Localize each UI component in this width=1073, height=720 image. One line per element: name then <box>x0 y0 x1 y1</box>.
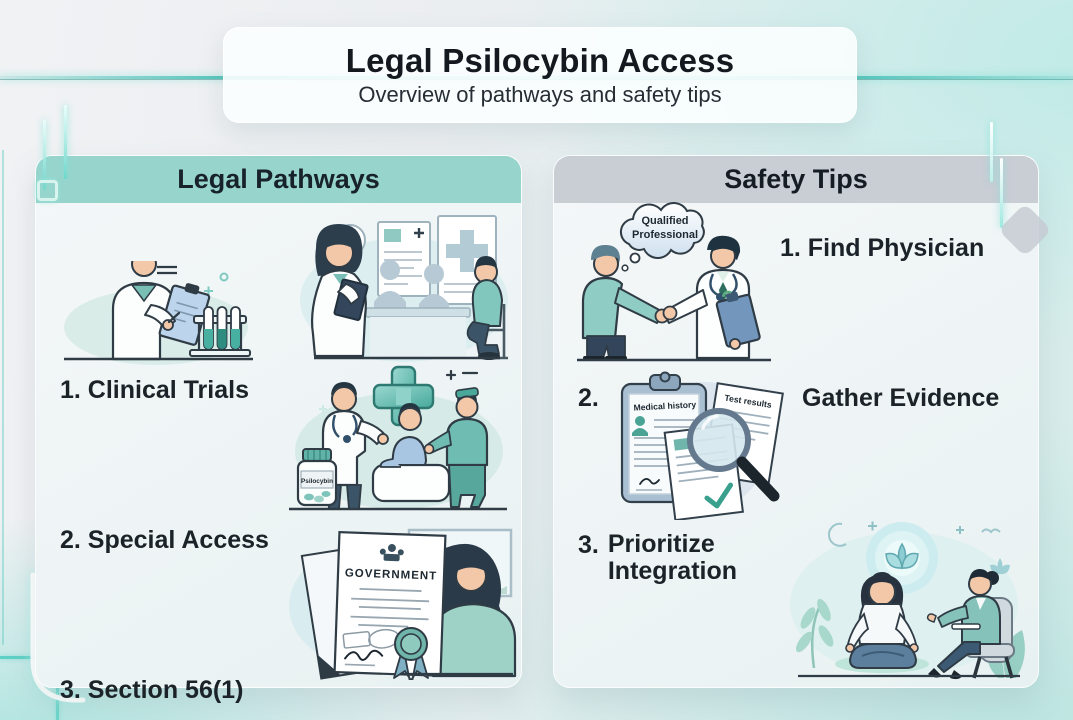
glow-line-left-1 <box>43 120 46 190</box>
gather-evidence-illustration: Medical history Test results <box>620 371 784 520</box>
psilocybin-bottle-icon: Psilocybin <box>296 448 338 507</box>
left-edge-line <box>2 150 4 645</box>
safety-item-2-number: 2. <box>578 384 599 412</box>
title-card: Legal Psilocybin Access Overview of path… <box>223 27 857 123</box>
safety-item-prioritize-integration: 3. Prioritize Integration <box>578 531 760 585</box>
bottle-label: Psilocybin <box>301 478 333 485</box>
pathway-item-special-access: 2. Special Access <box>60 526 269 554</box>
legal-pathways-header: Legal Pathways <box>36 156 521 203</box>
medical-history-title: Medical history <box>633 399 696 412</box>
plus-minus-icon <box>445 369 479 381</box>
doctor-clipboard-icon <box>715 290 761 348</box>
test-tube-rack-icon <box>189 306 251 357</box>
item-label: Prioritize Integration <box>607 530 738 585</box>
certificate-heading: GOVERNMENT <box>345 567 438 582</box>
safety-item-find-physician: 1. Find Physician <box>780 234 985 262</box>
bird-icon <box>981 528 1001 534</box>
left-plant <box>795 598 834 653</box>
glow-line-right-2 <box>1000 158 1003 228</box>
medical-cross-icon <box>372 365 435 427</box>
glow-line-left-2 <box>64 105 67 179</box>
clinic-reception-illustration <box>300 215 508 362</box>
ribbon-seal-icon <box>393 627 429 680</box>
checkmark-icon <box>704 482 734 509</box>
physician-handshake-illustration: Qualified Professional <box>577 201 771 362</box>
glow-curve-decoration <box>30 572 86 703</box>
magnifier-icon <box>687 408 780 502</box>
special-access-illustration: Psilocybin <box>289 365 507 511</box>
government-certificate-illustration: GOVERNMENT <box>289 528 517 680</box>
glow-line-right-1 <box>990 122 993 182</box>
meditating-person <box>845 572 919 669</box>
bubble-line-2: Professional <box>632 229 698 241</box>
page-subtitle: Overview of pathways and safety tips <box>358 82 722 107</box>
integration-therapy-illustration <box>790 521 1025 680</box>
crest-icon <box>379 543 404 562</box>
bubble-line-1: Qualified <box>641 215 688 227</box>
pathway-item-section-56: 3. Section 56(1) <box>60 676 244 704</box>
pathway-item-clinical-trials: 1. Clinical Trials <box>60 376 249 404</box>
safety-tips-panel: Safety Tips 1. Find Physician 2. Gather … <box>553 155 1039 688</box>
thought-bubble: Qualified Professional <box>619 201 705 272</box>
page-title: Legal Psilocybin Access <box>345 42 735 79</box>
waiting-people-silhouettes <box>374 260 449 310</box>
item-number: 3. <box>578 531 599 559</box>
certificate-sheet: GOVERNMENT <box>333 531 447 677</box>
legal-pathways-panel: Legal Pathways 1. Clinical Trials 2. Spe… <box>35 155 522 704</box>
lotus-icon <box>885 542 919 570</box>
square-outline-decoration <box>37 180 58 201</box>
researcher-testtubes-illustration <box>64 261 253 365</box>
safety-tips-header: Safety Tips <box>554 156 1038 203</box>
safety-item-gather-evidence: Gather Evidence <box>802 384 1000 412</box>
handshake-hands <box>654 305 678 324</box>
